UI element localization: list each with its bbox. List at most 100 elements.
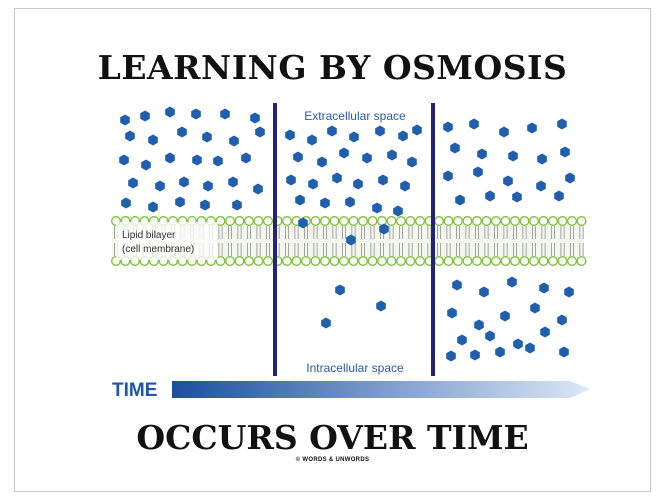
phospholipid-icon [443,216,454,266]
molecule-icon [378,174,388,186]
molecule-icon [327,125,337,137]
phospholipid-icon [434,216,444,266]
phospholipid-icon [358,216,368,266]
phospholipid-icon [405,216,416,266]
phospholipid-icon [225,216,235,266]
molecule-icon [220,108,230,120]
molecule-icon [412,124,422,136]
molecule-icon [228,176,238,188]
molecule-icon [285,129,295,141]
phospholipid-icon [576,216,587,266]
molecule-icon [508,150,518,162]
molecule-icon [165,152,175,164]
molecule-icon [191,108,201,120]
molecule-icon [537,153,547,165]
molecule-icon [295,194,305,206]
molecule-icon [393,205,403,217]
phospholipid-icon [567,216,577,266]
molecule-icon [375,125,385,137]
molecule-icon [372,202,382,214]
molecule-icon [499,126,509,138]
molecule-icon [446,350,456,362]
molecule-icon [362,152,372,164]
molecule-icon [470,349,480,361]
molecule-icon [335,284,345,296]
molecule-icon [345,196,355,208]
time-label: TIME [112,380,158,401]
molecule-icon [565,172,575,184]
phospholipid-icon [396,216,406,266]
molecule-icon [140,110,150,122]
phospholipid-icon [329,216,340,266]
phospholipid-icon [348,216,359,266]
molecule-icon [474,319,484,331]
molecule-icon [376,300,386,312]
molecule-icon [179,176,189,188]
phospholipid-icon [234,216,245,266]
phospholipid-icon [415,216,425,266]
phospholipid-icon [529,216,539,266]
phospholipid-icon [244,216,254,266]
phospholipid-icon [253,216,264,266]
molecule-icon [202,131,212,143]
phospholipid-icon [320,216,330,266]
molecule-icon [353,178,363,190]
molecule-layer [119,106,575,362]
molecule-icon [119,154,129,166]
subtitle: OCCURS OVER TIME [136,418,529,457]
molecule-icon [450,142,460,154]
extracellular-label: Extracellular space [304,109,406,123]
molecule-icon [512,191,522,203]
molecule-icon [321,317,331,329]
phospholipid-icon [519,216,530,266]
membrane-label-line1: Lipid bilayer [122,230,176,241]
molecule-icon [485,330,495,342]
molecule-icon [286,174,296,186]
phospholipid-icon [481,216,492,266]
molecule-icon [398,130,408,142]
phospholipid-icon [491,216,501,266]
molecule-icon [349,131,359,143]
phospholipid-icon [263,216,273,266]
molecule-icon [539,282,549,294]
molecule-icon [560,146,570,158]
molecule-icon [500,310,510,322]
molecule-icon [307,134,317,146]
molecule-icon [232,199,242,211]
molecule-icon [125,130,135,142]
molecule-icon [443,170,453,182]
molecule-icon [332,172,342,184]
molecule-icon [407,156,417,168]
molecule-icon [346,234,356,246]
molecule-icon [455,194,465,206]
molecule-icon [177,126,187,138]
molecule-icon [525,342,535,354]
molecule-icon [255,126,265,138]
molecule-icon [203,180,213,192]
molecule-icon [121,197,131,209]
molecule-icon [443,121,453,133]
molecule-icon [536,180,546,192]
molecule-icon [192,154,202,166]
phospholipid-icon [310,216,321,266]
molecule-icon [564,286,574,298]
phospholipid-icon [472,216,482,266]
molecule-icon [447,307,457,319]
copyright-notice: © WORDS & UNWORDS [295,457,370,463]
molecule-icon [379,223,389,235]
molecule-icon [339,147,349,159]
molecule-icon [200,199,210,211]
molecule-icon [148,201,158,213]
molecule-icon [503,175,513,187]
membrane-label-line2: (cell membrane) [122,244,194,255]
molecule-icon [527,122,537,134]
molecule-icon [507,276,517,288]
membrane-label-box [116,222,218,260]
molecule-icon [120,114,130,126]
molecule-icon [320,197,330,209]
molecule-icon [473,166,483,178]
intracellular-label: Intracellular space [306,361,404,375]
molecule-icon [387,149,397,161]
molecule-icon [559,346,569,358]
